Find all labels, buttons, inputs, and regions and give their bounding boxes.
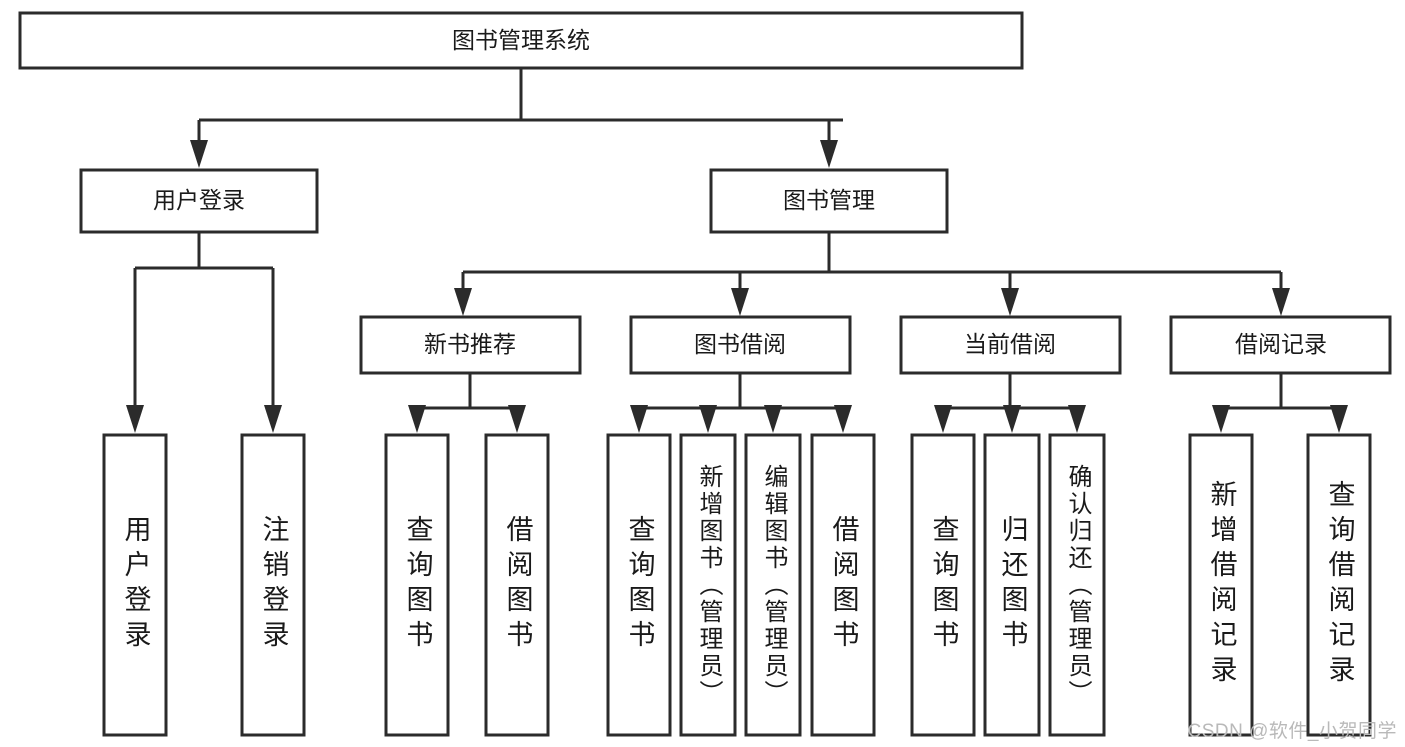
leaf-node-confirm-return-admin[interactable]: [1048, 433, 1106, 737]
connector-group-current-borrow-to-leaves: [934, 373, 1086, 433]
arrowhead-leaf-query-book-2: [630, 405, 648, 433]
leaf-edit-book-admin-box[interactable]: [744, 433, 802, 737]
node-current-borrow-box[interactable]: [899, 315, 1122, 375]
node-root[interactable]: 图书管理系统: [18, 11, 1024, 70]
node-user-login-box[interactable]: [79, 168, 319, 234]
node-borrow-record-box[interactable]: [1169, 315, 1392, 375]
leaf-node-add-book-admin[interactable]: [679, 433, 737, 737]
leaf-node-logout-login[interactable]: [240, 433, 306, 737]
connector-group-new-book-recommend-to-leaves: [408, 373, 526, 433]
connector-group-book-management-to-level3: [454, 232, 1290, 316]
leaf-node-edit-book-admin[interactable]: [744, 433, 802, 737]
leaf-user-login-box[interactable]: [102, 433, 168, 737]
node-borrow-record-label: 借阅记录: [1235, 331, 1327, 357]
arrowhead-current-borrow: [1001, 288, 1019, 316]
arrowhead-leaf-query-book-3: [934, 405, 952, 433]
connector-group-user-login-to-leaves: [126, 232, 282, 433]
leaf-return-book-box[interactable]: [983, 433, 1041, 737]
node-root-box[interactable]: [18, 11, 1024, 70]
arrowhead-leaf-edit-book-admin: [764, 405, 782, 433]
arrowhead-leaf-logout-login: [264, 405, 282, 433]
node-new-book-recommend[interactable]: 新书推荐: [359, 315, 582, 375]
arrowhead-leaf-return-book: [1003, 405, 1021, 433]
leaf-logout-login-box[interactable]: [240, 433, 306, 737]
node-new-book-recommend-label: 新书推荐: [424, 331, 516, 357]
arrowhead-leaf-user-login: [126, 405, 144, 433]
leaf-query-book-1-box[interactable]: [384, 433, 450, 737]
node-current-borrow-label: 当前借阅: [964, 331, 1056, 357]
arrowhead-leaf-confirm-return-admin: [1068, 405, 1086, 433]
leaf-node-return-book[interactable]: [983, 433, 1041, 737]
node-book-borrow-label: 图书借阅: [694, 331, 786, 357]
leaf-node-borrow-book-2[interactable]: [810, 433, 876, 737]
arrowhead-user-login: [190, 140, 208, 168]
leaf-node-query-book-3[interactable]: [910, 433, 976, 737]
node-new-book-recommend-box[interactable]: [359, 315, 582, 375]
node-book-management-label: 图书管理: [783, 187, 875, 213]
leaf-query-book-3-box[interactable]: [910, 433, 976, 737]
connector-group-root-to-level2: [190, 68, 843, 168]
arrowhead-leaf-add-book-admin: [699, 405, 717, 433]
leaf-query-borrow-record-box[interactable]: [1306, 433, 1372, 737]
connector-group-borrow-record-to-leaves: [1212, 373, 1348, 433]
leaf-node-query-borrow-record[interactable]: [1306, 433, 1372, 737]
node-user-login-label: 用户登录: [153, 187, 245, 213]
connector-group-book-borrow-to-leaves: [630, 373, 852, 433]
leaf-query-book-2-box[interactable]: [606, 433, 672, 737]
arrowhead-leaf-add-borrow-record: [1212, 405, 1230, 433]
leaf-confirm-return-admin-box[interactable]: [1048, 433, 1106, 737]
arrowhead-leaf-query-book-1: [408, 405, 426, 433]
node-book-management[interactable]: 图书管理: [709, 168, 949, 234]
leaf-add-book-admin-box[interactable]: [679, 433, 737, 737]
node-user-login[interactable]: 用户登录: [79, 168, 319, 234]
leaf-node-add-borrow-record[interactable]: [1188, 433, 1254, 737]
leaf-node-query-book-1[interactable]: [384, 433, 450, 737]
leaf-node-user-login[interactable]: [102, 433, 168, 737]
leaf-node-borrow-book-1[interactable]: [484, 433, 550, 737]
node-book-borrow[interactable]: 图书借阅: [629, 315, 852, 375]
leaf-borrow-book-2-box[interactable]: [810, 433, 876, 737]
arrowhead-book-borrow: [731, 288, 749, 316]
node-borrow-record[interactable]: 借阅记录: [1169, 315, 1392, 375]
leaf-borrow-book-1-box[interactable]: [484, 433, 550, 737]
arrowhead-leaf-borrow-book-1: [508, 405, 526, 433]
csdn-watermark: CSDN @软件_小贺同学: [1187, 721, 1397, 742]
arrowhead-borrow-record: [1272, 288, 1290, 316]
leaf-node-query-book-2[interactable]: [606, 433, 672, 737]
arrowhead-book-management: [820, 140, 838, 168]
arrowhead-new-book-recommend: [454, 288, 472, 316]
arrowhead-leaf-query-borrow-record: [1330, 405, 1348, 433]
leaf-add-borrow-record-box[interactable]: [1188, 433, 1254, 737]
arrowhead-leaf-borrow-book-2: [834, 405, 852, 433]
node-book-borrow-box[interactable]: [629, 315, 852, 375]
node-book-management-box[interactable]: [709, 168, 949, 234]
node-root-label: 图书管理系统: [452, 27, 590, 53]
node-current-borrow[interactable]: 当前借阅: [899, 315, 1122, 375]
